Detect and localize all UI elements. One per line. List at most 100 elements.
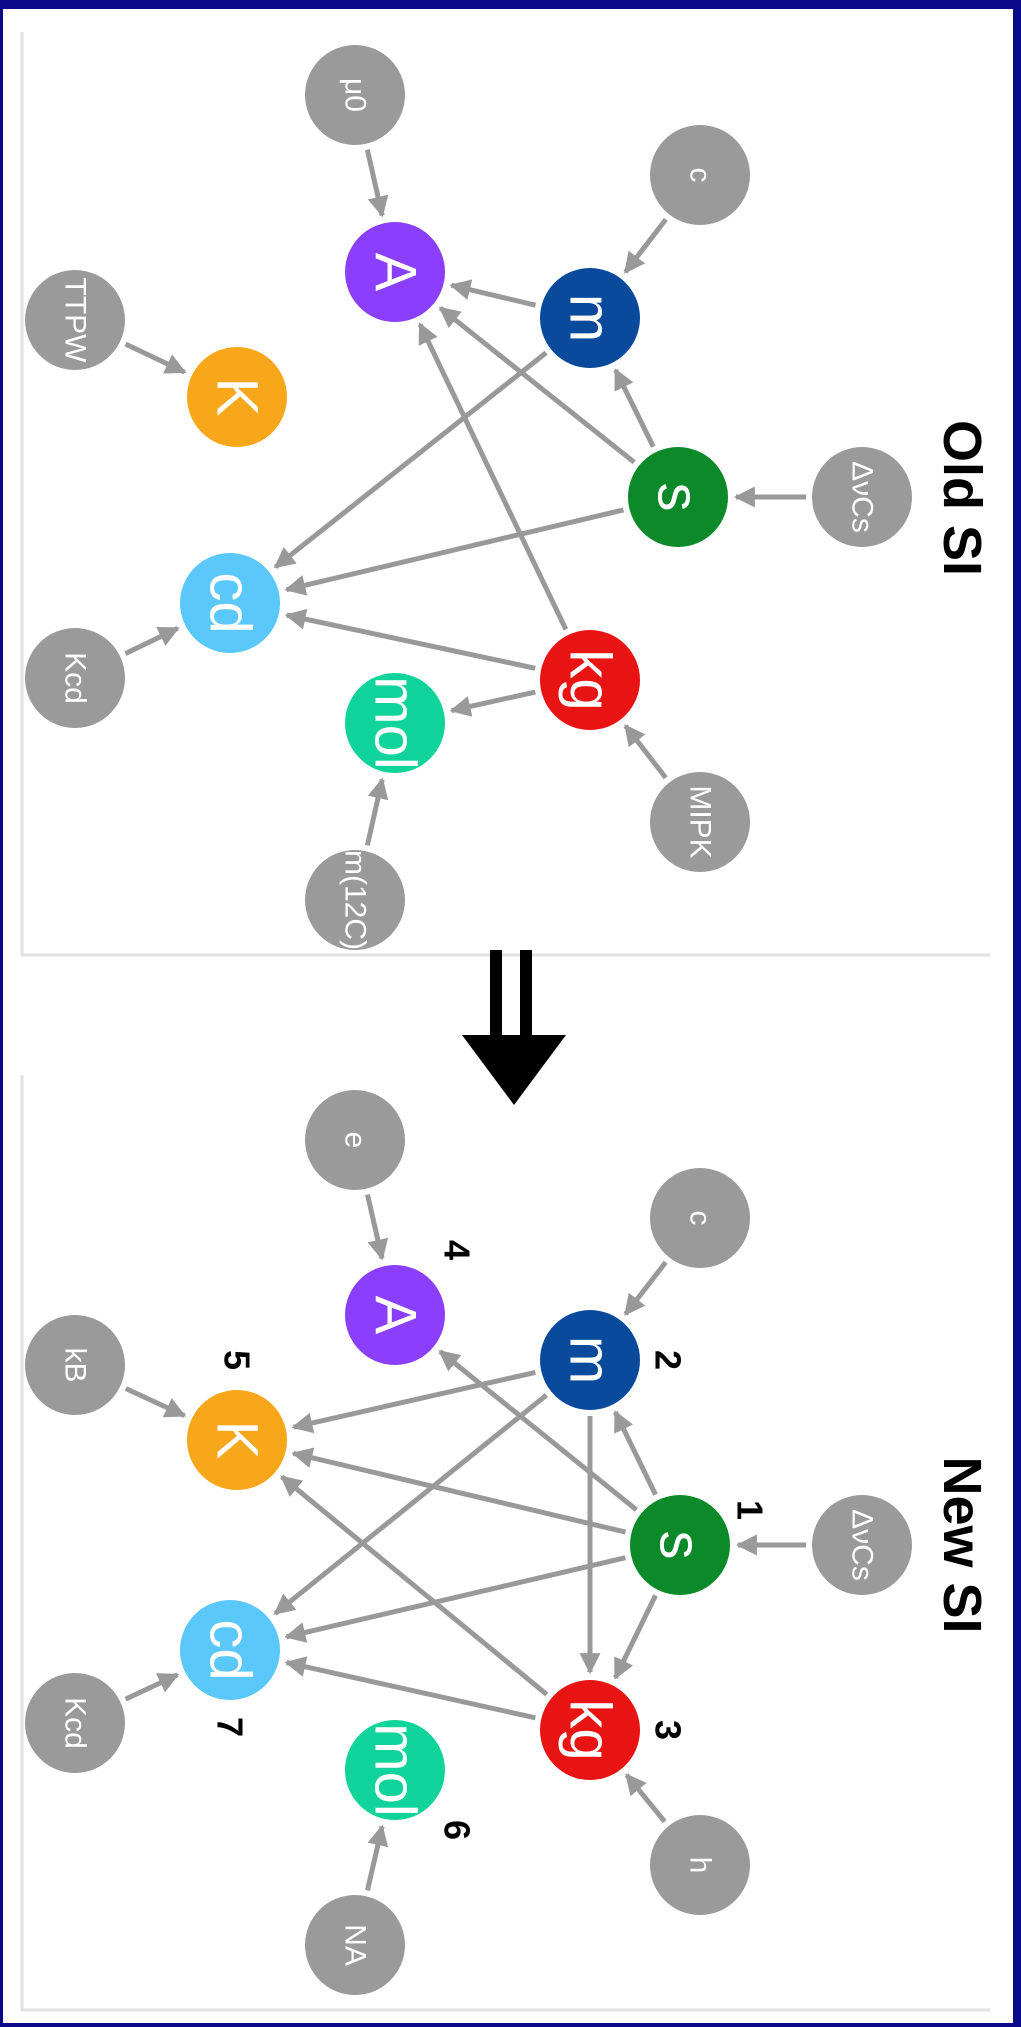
new-si-unit-mol-circle [345, 1720, 445, 1820]
new-si-constant-h-label: h [684, 1857, 717, 1874]
old-si-constant-kcd-circle [25, 628, 125, 728]
new-si-constant-c-circle [650, 1168, 750, 1268]
new-si-title: New SI [932, 1456, 992, 1633]
old-si-edge-m12c-to-mol [364, 777, 389, 846]
new-si-constant-kcd: Kcd [25, 1673, 125, 1773]
old-si-unit-a: A [345, 222, 445, 322]
new-si-constant-dvcs-label: ΔνCs [846, 1509, 879, 1581]
new-si-edge-kg-to-cd [284, 1656, 536, 1721]
old-si-constant-kcd: Kcd [25, 628, 125, 728]
old-si-edges [124, 149, 806, 846]
new-si-constant-e-label: e [339, 1132, 372, 1149]
old-si-constant-c-circle [650, 125, 750, 225]
new-si-constant-kcd-circle [25, 1673, 125, 1773]
old-si-unit-s-circle [628, 447, 728, 547]
new-si-edge-h-to-kg [624, 1773, 667, 1824]
new-si-unit-m-circle [540, 1310, 640, 1410]
new-si-edge-kb-to-K [124, 1386, 187, 1418]
new-si-edge-kcd-to-cd [124, 1672, 180, 1702]
old-si-edge-ttpw-to-K [124, 341, 187, 375]
order-number-s: 1 [730, 1500, 771, 1520]
old-si-constant-mu0-circle [305, 45, 405, 145]
old-si-edge-kg-to-A [417, 322, 569, 631]
new-si-constant-c-label: c [684, 1211, 717, 1226]
new-si-unit-cd: cd [180, 1600, 280, 1700]
old-si-constant-mipk-circle [650, 772, 750, 872]
old-si-constant-mu0-label: μ0 [339, 78, 372, 112]
old-si-unit-s-label: s [646, 483, 711, 512]
new-si-unit-k: K [187, 1390, 287, 1490]
old-si-constant-m12c-label: m(12C) [339, 850, 372, 950]
new-si-edge-s-to-m [613, 1410, 658, 1496]
new-si-constant-dvcs: ΔνCs [812, 1495, 912, 1595]
old-si-title: Old SI [932, 420, 992, 576]
new-si-constant-h-circle [650, 1815, 750, 1915]
old-si-edge-kcd-to-cd [124, 626, 180, 656]
old-si-unit-a-label: A [363, 253, 428, 292]
old-si-unit-m-circle [540, 268, 640, 368]
old-si-edge-m-to-cd [273, 350, 548, 569]
old-si-constant-m12c: m(12C) [305, 850, 405, 950]
old-si-unit-mol: mol [345, 673, 445, 773]
old-si-unit-a-circle [345, 222, 445, 322]
new-si-edge-c-to-m [623, 1260, 668, 1316]
new-si-constant-h: h [650, 1815, 750, 1915]
old-si-edge-kg-to-mol [449, 689, 536, 717]
old-si-edge-s-to-A [438, 306, 636, 465]
new-si-edge-na-to-mol [365, 1824, 389, 1891]
old-si-constant-ttpw-label: TTPW [59, 278, 92, 364]
old-si-constant-ttpw: TTPW [25, 270, 125, 370]
new-si-constant-na-circle [305, 1895, 405, 1995]
new-si-edges [124, 1194, 806, 1891]
old-si-edge-kg-to-cd [284, 608, 536, 671]
new-si-unit-mol: mol [345, 1720, 445, 1820]
order-number-cd: 7 [210, 1717, 251, 1737]
new-si-edge-kg-to-K [280, 1474, 549, 1697]
old-si-constant-mu0: μ0 [305, 45, 405, 145]
new-si-constant-kb-label: kB [59, 1347, 92, 1382]
old-si-edge-mu0-to-A [364, 149, 389, 218]
new-si-unit-cd-label: cd [198, 1619, 263, 1680]
old-si-unit-m: m [540, 268, 640, 368]
old-si-unit-cd-circle [180, 553, 280, 653]
new-si-edge-s-to-A [438, 1349, 638, 1512]
new-si-panel-border [20, 1075, 990, 2012]
old-si-panel-border [20, 32, 990, 957]
new-si-unit-mol-label: mol [363, 1723, 428, 1816]
old-si-constant-kcd-label: Kcd [59, 652, 92, 704]
old-si-constant-mipk: MIPK [650, 772, 750, 872]
new-si-unit-s: s [630, 1495, 730, 1595]
old-si-edge-c-to-m [623, 217, 668, 274]
new-si-unit-kg-circle [540, 1680, 640, 1780]
order-number-a: 4 [437, 1240, 478, 1260]
order-number-kg: 3 [648, 1720, 689, 1740]
old-si-unit-s: s [628, 447, 728, 547]
old-si-unit-m-label: m [558, 294, 623, 342]
new-si-unit-a-label: A [363, 1296, 428, 1335]
new-si-edge-m-to-K [291, 1369, 536, 1434]
old-si-unit-kg: kg [540, 630, 640, 730]
old-si-edge-mipk-to-kg [623, 724, 668, 780]
new-si-unit-k-circle [187, 1390, 287, 1490]
old-si-constant-dvcs: ΔνCs [812, 447, 912, 547]
new-si-constant-kb: kB [25, 1315, 125, 1415]
new-si-constant-kcd-label: Kcd [59, 1697, 92, 1749]
order-number-m: 2 [648, 1350, 689, 1370]
old-si-edge-s-to-m [613, 368, 656, 448]
old-si-constant-mipk-label: MIPK [684, 785, 717, 858]
new-si-edge-m-to-cd [273, 1393, 548, 1616]
old-si-unit-k: K [187, 347, 287, 447]
old-si-unit-k-circle [187, 347, 287, 447]
old-si-unit-k-label: K [205, 378, 270, 417]
new-si-edge-e-to-A [365, 1194, 389, 1261]
new-si-unit-a: A [345, 1265, 445, 1365]
order-number-mol: 6 [437, 1820, 478, 1840]
old-si-constant-dvcs-label: ΔνCs [846, 461, 879, 533]
new-si-edge-s-to-cd [284, 1555, 627, 1643]
new-si-constant-dvcs-circle [812, 1495, 912, 1595]
new-si-edge-s-to-K [291, 1447, 627, 1535]
new-si-unit-cd-circle [180, 1600, 280, 1700]
new-si-unit-kg-label: kg [558, 1699, 623, 1760]
